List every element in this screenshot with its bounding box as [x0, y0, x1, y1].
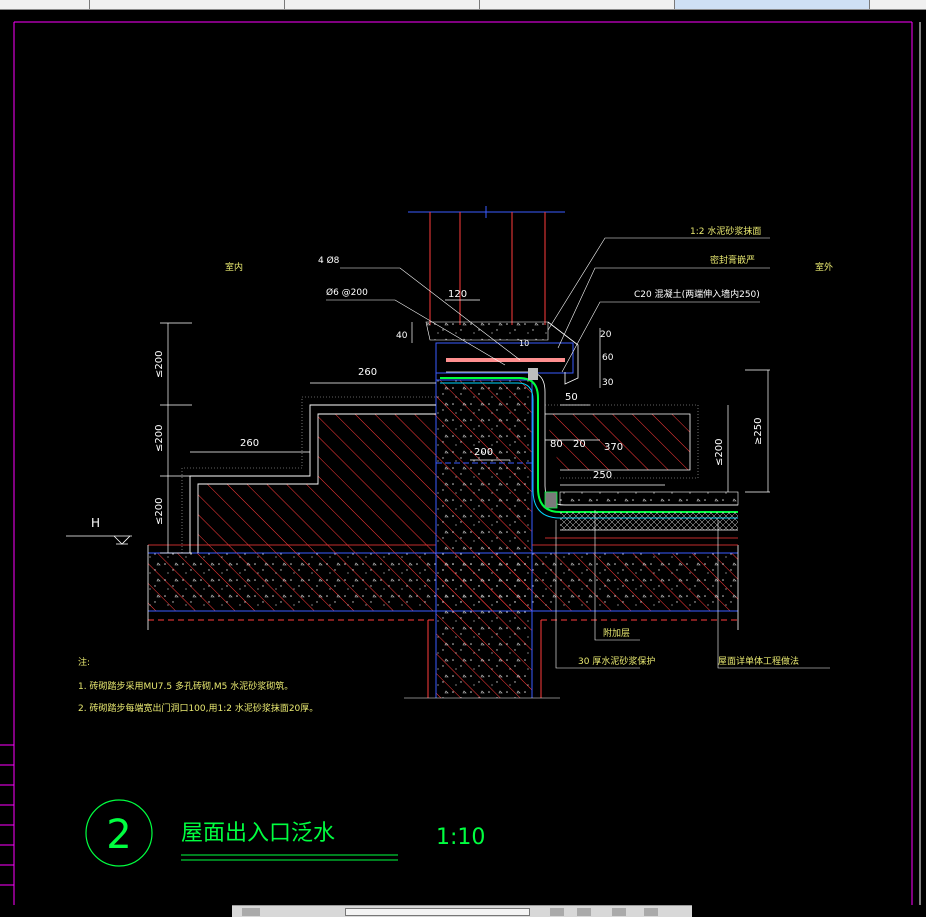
- label-protective-layer: 附加层: [603, 627, 630, 639]
- dim-v200-a: ≤200: [154, 351, 165, 378]
- dim-370: 370: [604, 442, 623, 453]
- title-text: 屋面出入口泛水: [181, 821, 335, 846]
- label-concrete-cap: C20 混凝土(两端伸入墙内250): [634, 288, 760, 300]
- dim-80: 80: [550, 439, 563, 450]
- snap-toggle-icon[interactable]: [550, 908, 564, 916]
- right-wall: [545, 404, 699, 479]
- dim-20: 20: [600, 330, 612, 340]
- dim-30: 30: [602, 378, 614, 388]
- label-interior: 室内: [225, 261, 243, 273]
- label-roof-note: 屋面详单体工程做法: [718, 655, 799, 667]
- concrete-beam: [404, 380, 560, 699]
- dim-60: 60: [602, 353, 614, 363]
- label-rebar-main: 4 Ø8: [318, 255, 340, 266]
- dim-v200-b: ≤200: [154, 425, 165, 452]
- dim-260-top: 260: [358, 367, 377, 378]
- parapet-cap: [425, 321, 579, 385]
- label-sealant: 密封膏嵌严: [710, 254, 755, 266]
- leader-lines: [326, 237, 830, 669]
- drawing-frame: [0, 21, 913, 905]
- command-input[interactable]: [345, 908, 530, 916]
- document-tab-bar: [0, 0, 926, 10]
- dimension-lines: [160, 299, 770, 554]
- label-mortar-cap: 1:2 水泥砂浆抹面: [690, 225, 761, 237]
- notes-line-2: 2. 砖砌踏步每端宽出门洞口100,用1:2 水泥砂浆抹面20厚。: [78, 702, 318, 714]
- cad-drawing-canvas[interactable]: H 室内 室外 4 Ø8 Ø6 @200 1:2 水泥砂浆抹面 密封膏嵌严 C2…: [0, 10, 926, 906]
- title-block: 2 屋面出入口泛水 1:10: [85, 799, 485, 867]
- upper-wall: [408, 206, 565, 325]
- title-scale: 1:10: [436, 825, 485, 850]
- document-tab-1[interactable]: [0, 0, 90, 9]
- document-tab-3[interactable]: [285, 0, 480, 9]
- label-rebar-stirrup: Ø6 @200: [326, 287, 368, 298]
- document-tab-2[interactable]: [90, 0, 285, 9]
- dim-v200-right: ≤200: [714, 439, 725, 466]
- dim-v200-c: ≤200: [154, 498, 165, 525]
- grid-toggle-icon[interactable]: [242, 908, 260, 916]
- dim-120: 120: [448, 289, 467, 300]
- notes-line-1: 1. 砖砌踏步采用MU7.5 多孔砖砌,M5 水泥砂浆砌筑。: [78, 680, 293, 692]
- label-cement-mortar: 30 厚水泥砂浆保护: [578, 655, 655, 667]
- notes-title: 注:: [78, 656, 90, 668]
- document-tab-4[interactable]: [480, 0, 675, 9]
- label-exterior: 室外: [815, 261, 833, 273]
- ortho-toggle-icon[interactable]: [577, 908, 591, 916]
- polar-toggle-icon[interactable]: [612, 908, 626, 916]
- title-number: 2: [106, 812, 131, 858]
- roof-layers: [532, 491, 739, 546]
- dim-260-bottom: 260: [240, 438, 259, 449]
- elevation-symbol: [66, 535, 132, 545]
- elevation-label: H: [91, 516, 100, 530]
- waterproof-membrane: [440, 368, 738, 519]
- brick-steps: [181, 396, 436, 553]
- dim-20b: 20: [573, 439, 586, 450]
- document-tab-5-active[interactable]: [675, 0, 870, 9]
- dim-200-center: 200: [474, 447, 493, 458]
- dim-50: 50: [565, 392, 578, 403]
- dim-250: 250: [593, 470, 612, 481]
- dim-40: 40: [396, 331, 408, 341]
- dim-10: 10: [519, 339, 529, 348]
- status-bar: [232, 905, 692, 917]
- osnap-toggle-icon[interactable]: [644, 908, 658, 916]
- dim-v250-right: ≥250: [753, 418, 764, 445]
